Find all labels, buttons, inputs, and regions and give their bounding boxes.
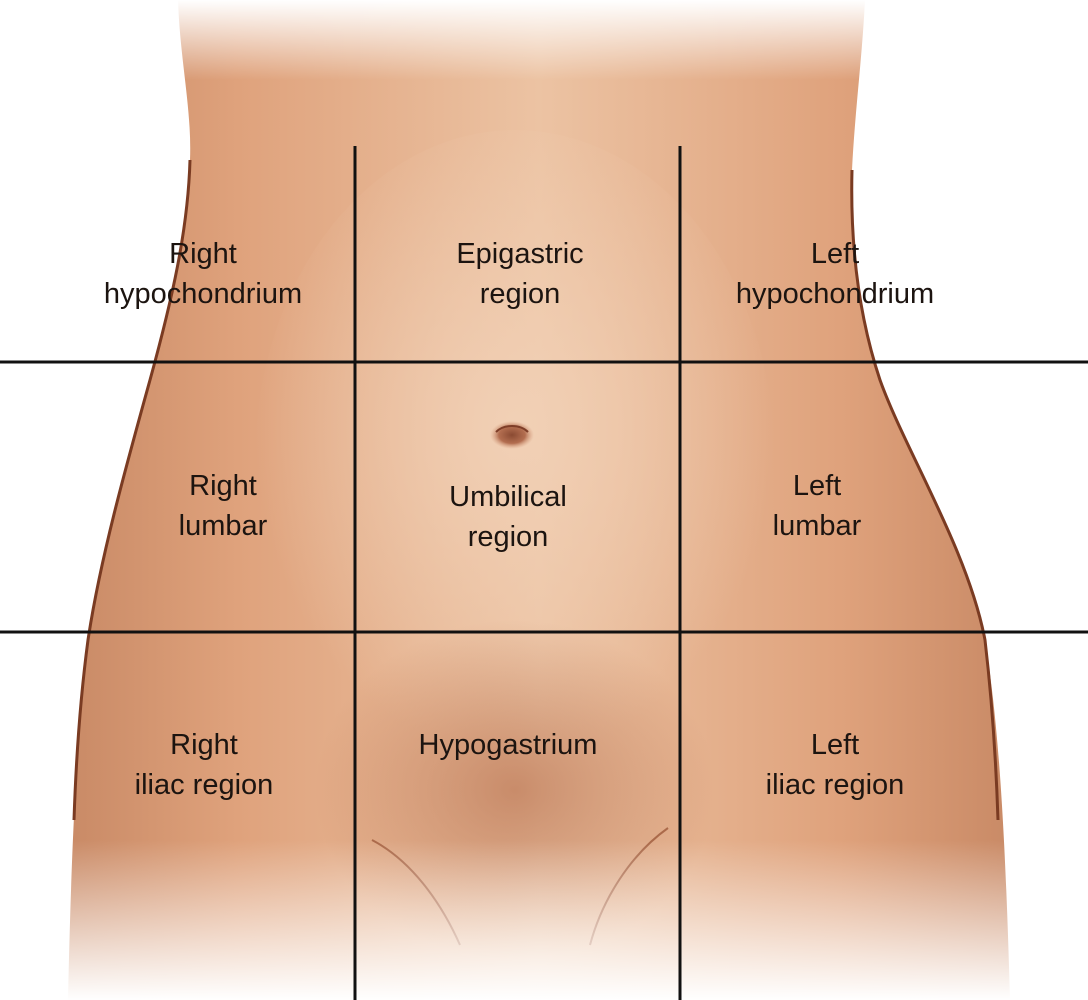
label-left-iliac-region: Left iliac region — [765, 729, 905, 801]
label-epigastric-region: Epigastric region — [456, 238, 584, 310]
bottom-fade — [0, 840, 1088, 1000]
belly-highlight — [255, 130, 775, 790]
label-right-hypochondrium: Right hypochondrium — [103, 238, 303, 310]
navel-fold — [495, 425, 529, 433]
label-hypogastrium: Hypogastrium — [418, 729, 598, 761]
torso-outline-right — [72, 159, 192, 821]
label-right-lumbar: Right lumbar — [178, 470, 268, 542]
label-right-iliac-region: Right iliac region — [134, 729, 274, 801]
top-fade — [0, 0, 1088, 80]
label-left-hypochondrium: Left hypochondrium — [735, 238, 935, 310]
torso-outline-left — [850, 169, 1000, 821]
label-umbilical-region: Umbilical region — [449, 481, 567, 553]
label-left-lumbar: Left lumbar — [772, 470, 862, 542]
